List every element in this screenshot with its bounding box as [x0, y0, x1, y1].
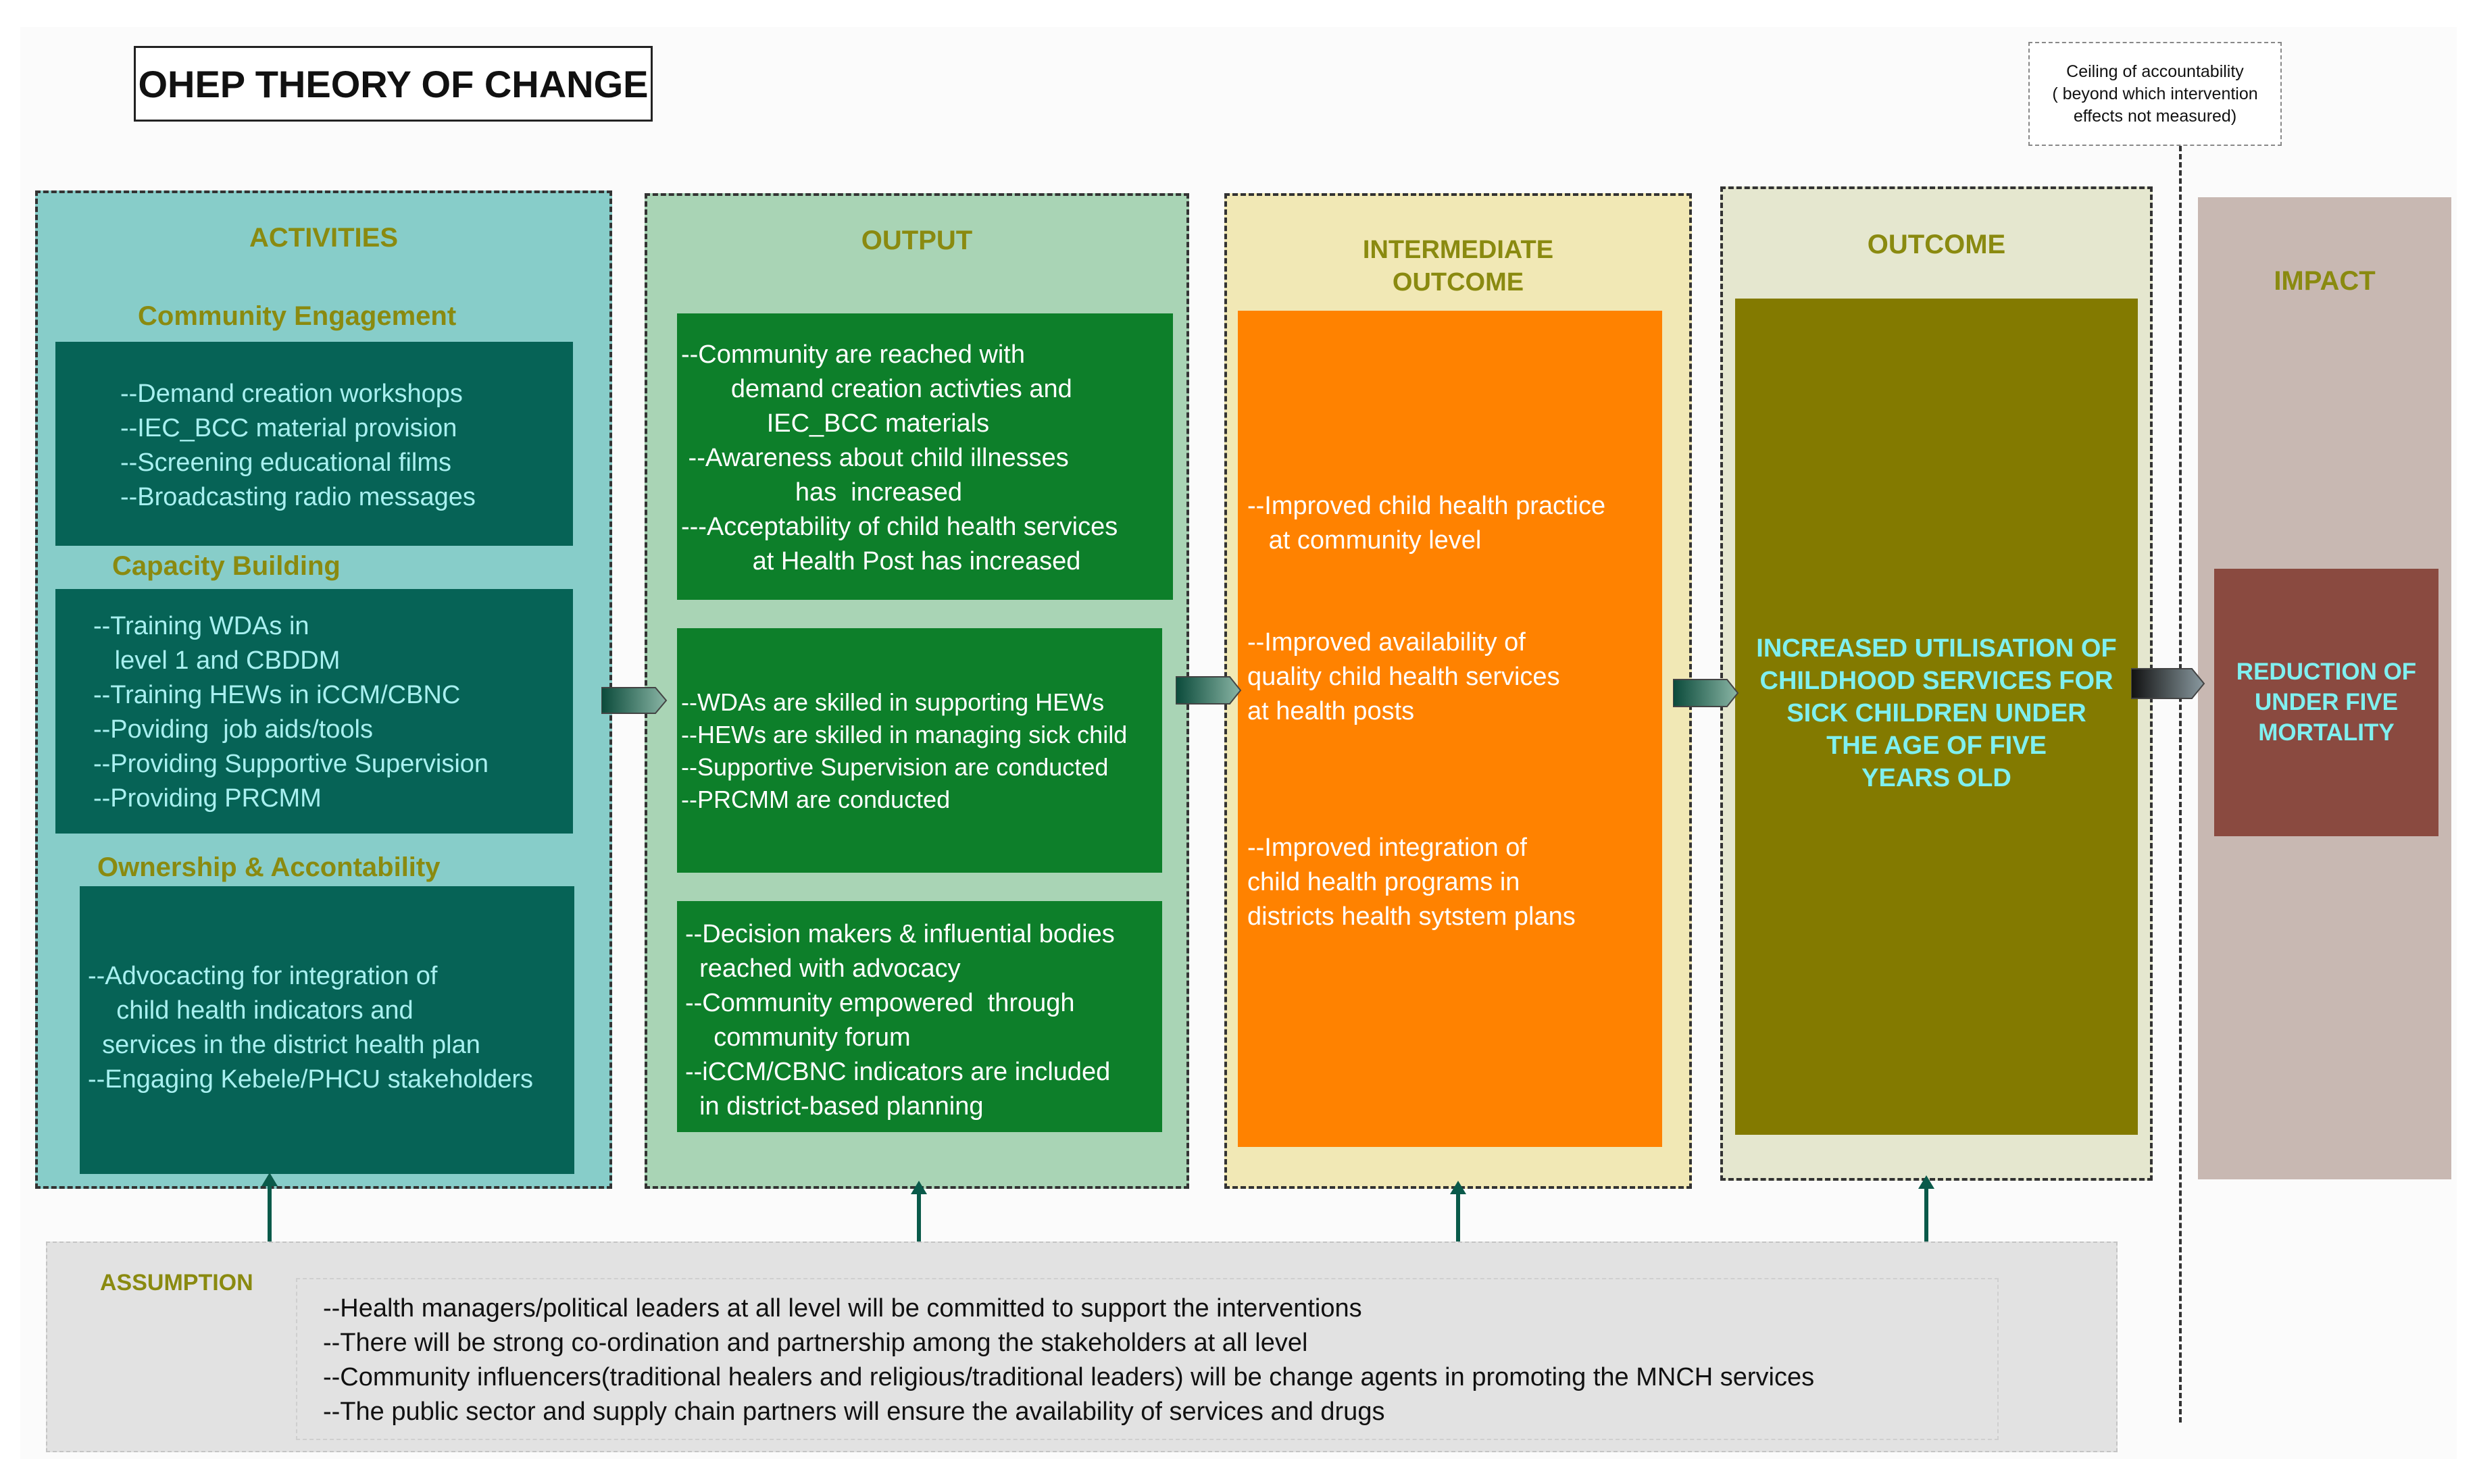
- community-engagement-box: --Demand creation workshops --IEC_BCC ma…: [55, 342, 573, 546]
- output-box-3: --Decision makers & influential bodies r…: [677, 901, 1162, 1132]
- intermediate-outcome-box: --Improved child health practice at comm…: [1238, 311, 1662, 1147]
- arrow-activities-to-output: [601, 687, 668, 714]
- outcome-box: INCREASED UTILISATION OF CHILDHOOD SERVI…: [1735, 299, 2138, 1135]
- intermediate-item-2: --Improved availability of quality child…: [1247, 628, 1560, 725]
- output-box-2: --WDAs are skilled in supporting HEWs --…: [677, 628, 1162, 873]
- intermediate-heading-line-2: OUTCOME: [1392, 268, 1524, 297]
- assumption-panel: [46, 1242, 2118, 1452]
- assumption-label: ASSUMPTION: [100, 1270, 253, 1296]
- output-box-1: --Community are reached with demand crea…: [677, 313, 1173, 600]
- output-text-1: --Community are reached with demand crea…: [681, 340, 1118, 575]
- intermediate-heading-line-1: INTERMEDIATE: [1362, 236, 1554, 264]
- arrow-assumption-to-output: [911, 1181, 927, 1243]
- intermediate-outcome-heading: INTERMEDIATE OUTCOME: [1227, 234, 1689, 299]
- community-engagement-text: --Demand creation workshops --IEC_BCC ma…: [120, 380, 476, 511]
- arrow-assumption-to-intermediate: [1450, 1181, 1466, 1243]
- outcome-heading: OUTCOME: [1867, 230, 2006, 259]
- ceiling-dashed-line: [2179, 146, 2182, 1423]
- arrow-assumption-to-activities: [261, 1173, 278, 1243]
- arrow-intermediate-to-outcome: [1673, 679, 1739, 707]
- diagram-title: OHEP THEORY OF CHANGE: [134, 46, 653, 122]
- impact-box: REDUCTION OF UNDER FIVE MORTALITY: [2214, 569, 2438, 836]
- capacity-building-text: --Training WDAs in level 1 and CBDDM --T…: [93, 612, 489, 813]
- outcome-text: INCREASED UTILISATION OF CHILDHOOD SERVI…: [1756, 634, 2117, 792]
- arrow-outcome-to-impact: [2131, 668, 2205, 699]
- ownership-heading: Ownership & Accontability: [97, 852, 441, 882]
- assumption-inner-frame: [296, 1278, 1999, 1440]
- ceiling-line-2: ( beyond which intervention: [2052, 84, 2258, 103]
- arrow-output-to-intermediate: [1176, 676, 1242, 705]
- assumption-text: --Health managers/political leaders at a…: [323, 1294, 1815, 1426]
- ceiling-of-accountability-note: Ceiling of accountability ( beyond which…: [2028, 42, 2282, 146]
- activities-heading: ACTIVITIES: [249, 223, 399, 253]
- ceiling-line-1: Ceiling of accountability: [2066, 61, 2244, 81]
- intermediate-item-1: --Improved child health practice at comm…: [1247, 492, 1606, 555]
- capacity-building-heading: Capacity Building: [112, 551, 341, 581]
- output-heading: OUTPUT: [861, 226, 973, 255]
- output-text-2: --WDAs are skilled in supporting HEWs --…: [681, 688, 1128, 813]
- impact-text: REDUCTION OF UNDER FIVE MORTALITY: [2236, 659, 2417, 746]
- community-engagement-heading: Community Engagement: [138, 301, 457, 331]
- ownership-box: --Advocacting for integration of child h…: [80, 886, 574, 1174]
- ceiling-line-3: effects not measured): [2073, 106, 2237, 126]
- ownership-text: --Advocacting for integration of child h…: [88, 962, 534, 1094]
- capacity-building-box: --Training WDAs in level 1 and CBDDM --T…: [55, 589, 573, 834]
- output-text-3: --Decision makers & influential bodies r…: [685, 920, 1115, 1121]
- impact-heading: IMPACT: [2274, 266, 2376, 296]
- arrow-assumption-to-outcome: [1918, 1175, 1934, 1243]
- intermediate-item-3: --Improved integration of child health p…: [1247, 834, 1576, 931]
